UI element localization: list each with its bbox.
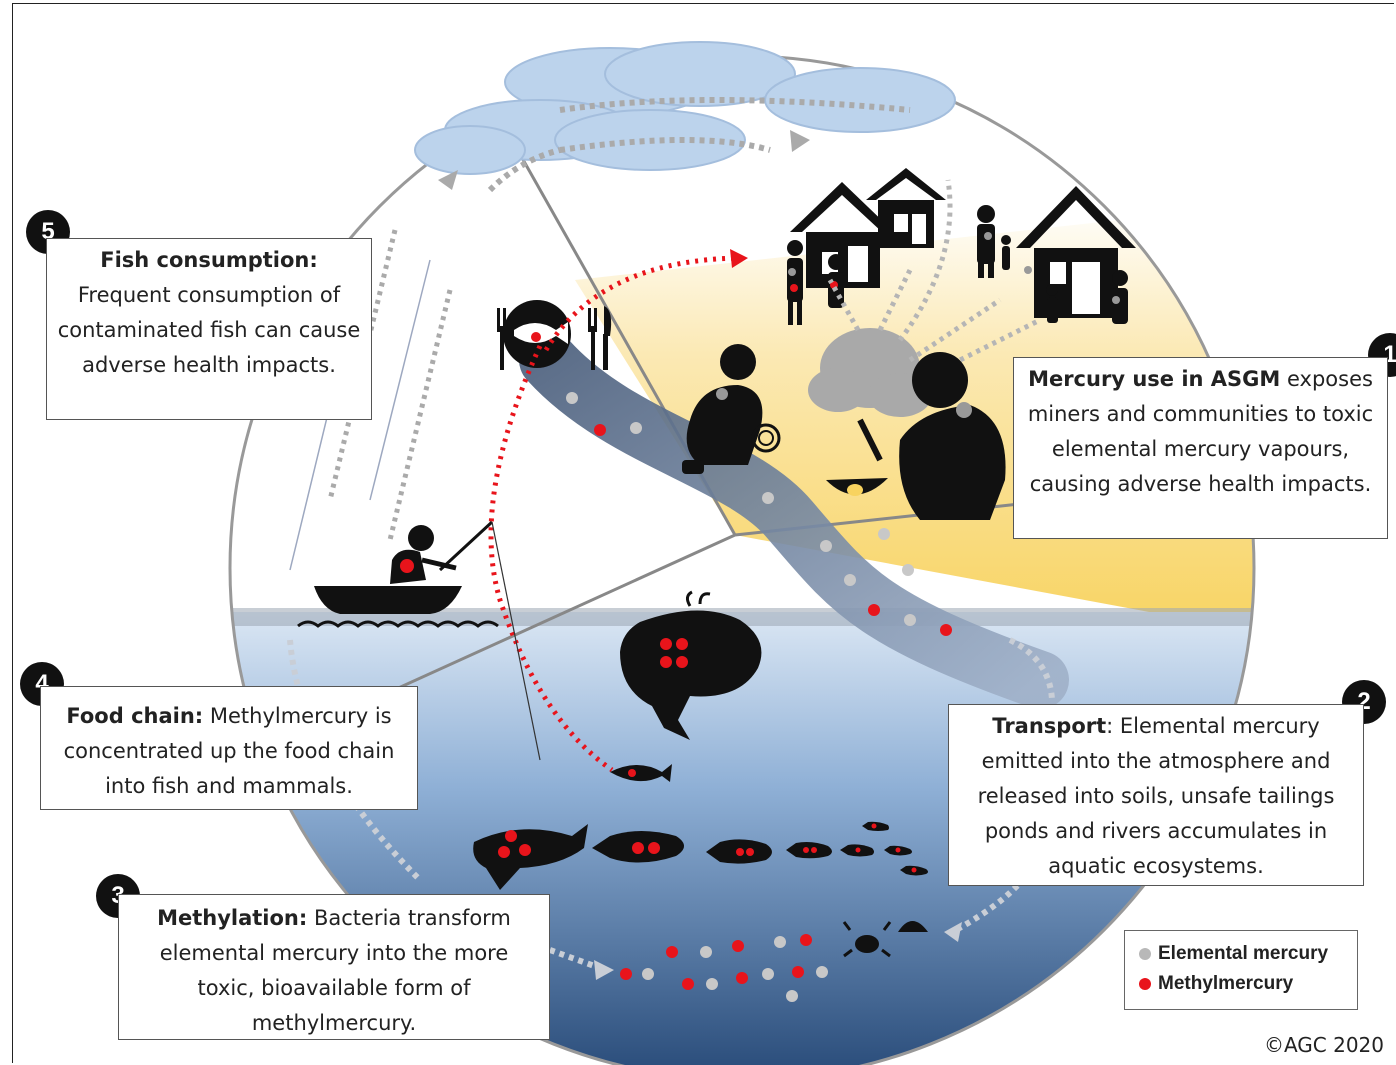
fish-consumption-title: Fish consumption: xyxy=(100,248,318,272)
methylation-text: Bacteria transform elemental mercury int… xyxy=(159,906,511,1035)
asgm-box: Mercury use in ASGM exposes miners and c… xyxy=(1013,357,1388,539)
methylation-title: Methylation: xyxy=(157,906,308,930)
asgm-text: exposes miners and communities to toxic … xyxy=(1027,367,1374,496)
knife-icon xyxy=(603,306,612,370)
plate-fish-icon xyxy=(503,300,571,368)
legend-label-methyl: Methylmercury xyxy=(1158,973,1294,994)
transport-box: Transport: Elemental mercury emitted int… xyxy=(948,704,1364,886)
methyl-dot-icon xyxy=(1139,978,1151,990)
methylation-box: Methylation: Bacteria transform elementa… xyxy=(118,894,550,1040)
crab-icon xyxy=(842,921,892,958)
fork-icon xyxy=(497,308,597,370)
transport-text: : Elemental mercury emitted into the atm… xyxy=(977,714,1335,878)
figure-frame xyxy=(12,3,1394,1063)
fishing-boat-icon xyxy=(314,520,494,614)
legend: Elemental mercury Methylmercury xyxy=(1124,930,1358,1010)
food-chain-box: Food chain: Methylmercury is concentrate… xyxy=(40,686,418,810)
transport-title: Transport xyxy=(992,714,1107,738)
fish-consumption-text: Frequent consumption of contaminated fis… xyxy=(57,283,361,377)
food-chain-title: Food chain: xyxy=(66,704,204,728)
food-chain-text: Methylmercury is concentrated up the foo… xyxy=(63,704,395,798)
fish-consumption-box: Fish consumption: Frequent consumption o… xyxy=(46,238,372,420)
whale-icon xyxy=(620,590,762,740)
asgm-title: Mercury use in ASGM xyxy=(1028,367,1281,391)
legend-item-elemental: Elemental mercury xyxy=(1139,943,1328,965)
shark-icon xyxy=(473,824,588,890)
copyright-text: ©AGC 2020 xyxy=(1263,1033,1384,1057)
legend-label-elemental: Elemental mercury xyxy=(1158,943,1329,964)
shell-icon xyxy=(898,921,928,932)
legend-item-methyl: Methylmercury xyxy=(1139,973,1293,995)
elemental-dot-icon xyxy=(1139,948,1151,960)
cloud-icon xyxy=(414,41,956,175)
step-2-badge: 2 xyxy=(1342,680,1386,724)
